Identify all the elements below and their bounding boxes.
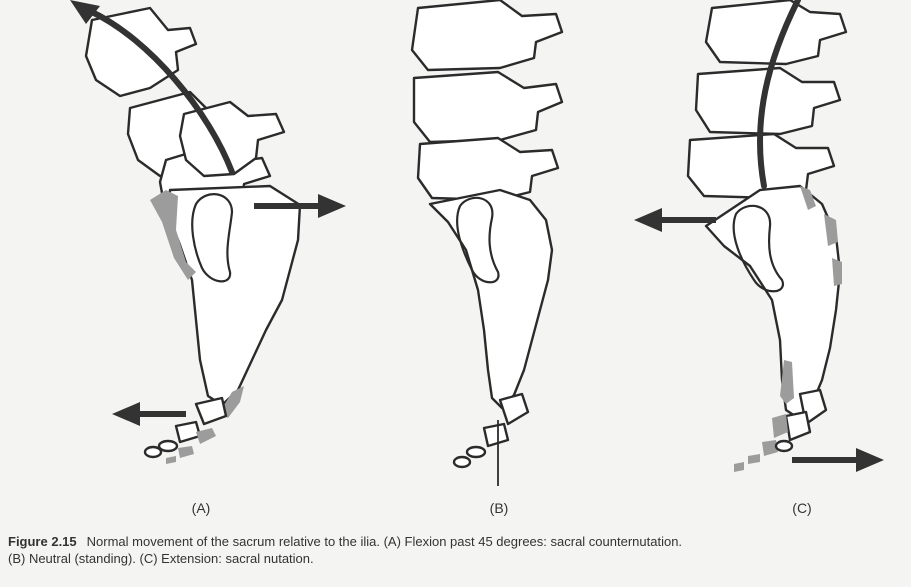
panel-a-base-arrowhead [318,194,346,218]
panel-b-coccyx-3 [465,445,487,459]
caption-text-1: Normal movement of the sacrum relative t… [86,534,683,549]
figure-caption: Figure 2.15 Normal movement of the sacrum… [8,533,908,567]
panel-a-curve-arrowhead [70,0,100,24]
panel-c-sacrum [704,184,842,420]
panel-label-a: (A) [191,500,211,516]
panel-a-spine-curve-arrow [89,9,235,175]
panel-a-illustration [70,0,346,464]
panel-c-coccyx-2 [784,410,812,442]
panel-c-coccyx-shade [734,414,788,472]
panel-a-coccyx-1 [194,396,228,426]
panel-b-vertebra-3 [416,136,560,202]
panel-a-coccyx-shade [166,428,216,464]
panel-c-vertebra-2 [694,66,842,136]
panel-b-iliac-surface [456,196,500,284]
panel-b-coccyx-2 [482,422,510,448]
panel-c-illustration [634,0,884,472]
panel-c-iliac-surface [732,204,785,293]
panel-c-coccyx-3 [774,439,794,453]
panel-a-shading-upper [150,190,196,280]
panel-a-coccyx-3 [157,439,179,453]
panel-label-c: (C) [792,500,812,516]
panel-c-shading-lower [780,360,794,404]
panel-b-illustration [410,0,564,486]
panel-a-shading-lower [220,386,244,418]
panel-a-coccyx-4 [143,445,163,459]
caption-line-2: (B) Neutral (standing). (C) Extension: s… [8,551,314,566]
panel-b-vertebra-2 [412,70,564,144]
panel-b-coccyx-4 [452,455,472,469]
panel-c-vertebra-1 [704,0,848,66]
figure-number: Figure 2.15 [8,534,77,549]
panel-b-sacrum [428,188,554,410]
caption-line-1: Figure 2.15 Normal movement of the sacrum… [8,533,908,550]
panel-label-b: (B) [489,500,509,516]
panel-c-spine-curve-arrow [757,0,801,189]
panel-c-shading-upper [800,186,842,286]
panel-b-coccyx-1 [498,392,530,426]
panel-c-coccyx-arrowhead [856,448,884,472]
panel-b-vertebra-1 [410,0,564,72]
panel-a-coccyx-arrowhead [112,402,140,426]
panel-c-base-arrowhead [634,208,662,232]
panel-a-sacrum [166,184,302,407]
panel-a-iliac-surface [191,193,234,283]
